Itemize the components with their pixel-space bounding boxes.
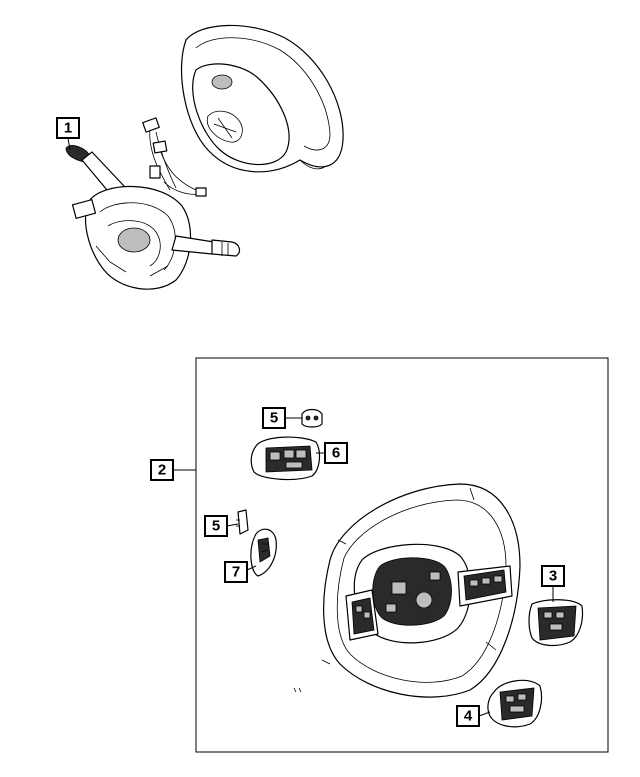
callout-label-5-top: 5 xyxy=(270,410,278,427)
callout-label-5-left: 5 xyxy=(212,518,220,535)
steering-wheel-main xyxy=(321,483,521,698)
leader-line-5-left xyxy=(226,523,239,527)
part-5-cap xyxy=(301,408,323,428)
leader-line-7 xyxy=(246,565,257,571)
leader-line-4 xyxy=(478,711,491,717)
callout-label-6: 6 xyxy=(332,445,340,462)
callout-label-3: 3 xyxy=(549,568,557,585)
steering-wheel-top-illustration xyxy=(180,24,344,173)
callout-label-1: 1 xyxy=(64,120,72,137)
part-3-switch xyxy=(528,599,584,647)
small-mark xyxy=(293,687,302,693)
callout-box-7 xyxy=(224,561,248,583)
callout-label-2: 2 xyxy=(158,462,166,479)
part-6-switch-module xyxy=(250,436,321,481)
assembly-frame xyxy=(195,357,609,753)
part-4-switch xyxy=(487,679,543,728)
callout-label-7: 7 xyxy=(232,564,240,581)
part-7-trim-panel xyxy=(250,528,277,577)
clockspring-switch-assembly xyxy=(65,117,241,290)
callout-label-4: 4 xyxy=(464,708,473,725)
leader-line-1 xyxy=(67,137,71,151)
part-5-bracket xyxy=(236,509,249,535)
